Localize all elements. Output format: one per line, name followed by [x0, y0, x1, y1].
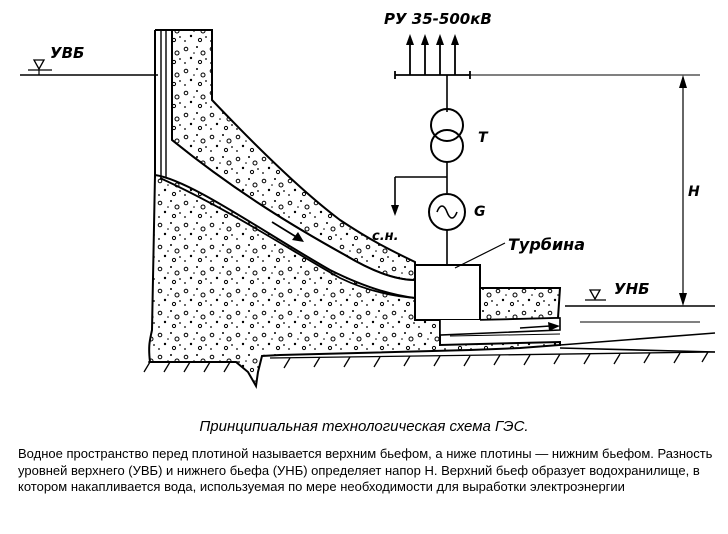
- tailrace-channel: [559, 332, 716, 353]
- generator-label: G: [474, 204, 486, 220]
- hydro-plant-diagram: УВБ УНБ Н: [20, 10, 716, 390]
- switchgear-label: РУ 35-500кВ: [384, 10, 492, 28]
- lower-level-label: УНБ: [614, 280, 650, 298]
- upper-level-marker: [28, 59, 52, 75]
- own-needs-label: с.н.: [372, 229, 399, 244]
- upper-level-label: УВБ: [50, 44, 84, 62]
- switchgear-bus: [394, 42, 471, 79]
- transformer-symbol: [430, 108, 464, 163]
- ground-line: [143, 351, 716, 373]
- turbine-box: [414, 264, 481, 321]
- draft-tube: [439, 317, 561, 336]
- lower-level-marker: [585, 289, 606, 301]
- turbine-label: Турбина: [508, 235, 585, 254]
- penstock: [171, 139, 416, 281]
- diagram-caption: Принципиальная технологическая схема ГЭС…: [199, 418, 529, 435]
- head-label: Н: [688, 184, 700, 200]
- transformer-label: Т: [478, 130, 489, 146]
- generator-symbol: [428, 193, 466, 231]
- outlet-structure: [479, 287, 562, 322]
- description-text: Водное пространство перед плотиной назыв…: [18, 446, 713, 494]
